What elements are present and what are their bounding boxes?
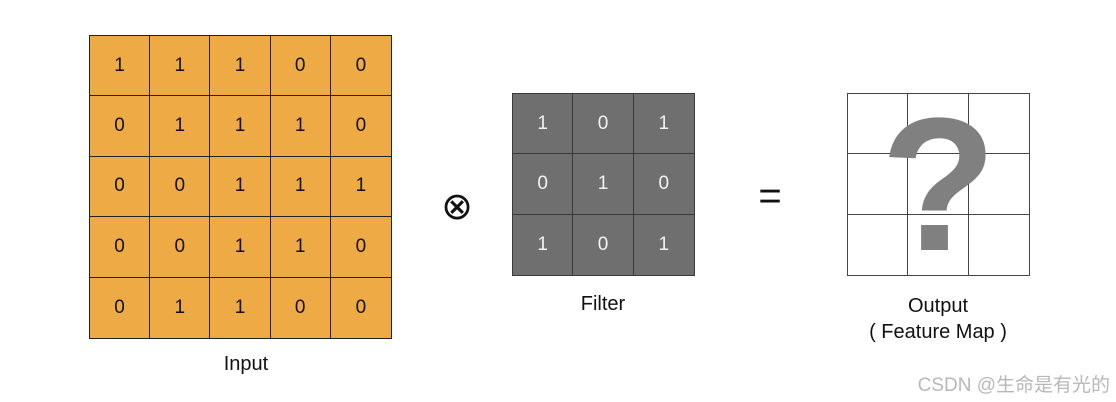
- input-cell: 0: [90, 217, 151, 278]
- filter-cell: 0: [573, 214, 634, 275]
- input-cell: 0: [330, 96, 391, 157]
- filter-cell: 0: [513, 154, 574, 215]
- output-label-subtitle: ( Feature Map ): [869, 321, 1007, 343]
- input-cell: 1: [270, 96, 331, 157]
- filter-cell: 1: [513, 214, 574, 275]
- output-cell: [968, 154, 1029, 215]
- output-label-title: Output: [907, 295, 969, 317]
- input-cell: 0: [330, 36, 391, 97]
- filter-cell: 1: [513, 94, 574, 155]
- input-cell: 1: [210, 217, 271, 278]
- input-cell: 0: [270, 36, 331, 97]
- filter-cell: 0: [633, 154, 694, 215]
- filter-cell: 1: [633, 94, 694, 155]
- filter-label: Filter: [580, 293, 626, 315]
- input-cell: 1: [270, 156, 331, 218]
- watermark: CSDN @生命是有光的: [917, 375, 1110, 396]
- filter-cell: 0: [573, 94, 634, 155]
- input-cell: 1: [330, 157, 391, 218]
- input-cell: 0: [90, 277, 151, 338]
- output-cell: [908, 94, 969, 155]
- input-cell: 1: [90, 36, 151, 97]
- input-cell: 0: [150, 217, 211, 278]
- input-cell: 0: [271, 277, 331, 338]
- output-cell: [908, 154, 969, 215]
- input-cell: 1: [210, 277, 271, 338]
- output-cell: [908, 214, 969, 275]
- filter-cell: 1: [658, 233, 670, 255]
- output-cell: [848, 94, 909, 155]
- input-cell: 0: [150, 156, 211, 218]
- input-cell: 0: [90, 96, 151, 157]
- input-label: Input: [223, 353, 269, 375]
- equals-sign: =: [758, 174, 782, 218]
- input-cell: 1: [210, 96, 271, 157]
- filter-cell: 1: [573, 154, 634, 215]
- input-cell: 1: [210, 156, 271, 218]
- output-cell: [848, 214, 909, 275]
- convolution-operator: ⊗: [441, 186, 473, 228]
- output-label: Output ( Feature Map ): [838, 293, 1038, 345]
- input-cell: 1: [150, 277, 211, 338]
- output-cell: [968, 94, 1029, 155]
- input-cell: 1: [210, 36, 271, 97]
- input-cell: 0: [90, 156, 151, 218]
- output-matrix: [847, 93, 1030, 276]
- input-cell: 1: [270, 217, 331, 278]
- output-cell: [848, 154, 909, 215]
- input-cell: 1: [150, 36, 211, 97]
- input-cell: 1: [150, 96, 211, 157]
- output-cell: [969, 215, 1029, 275]
- input-cell: 0: [355, 296, 367, 318]
- input-cell: 0: [330, 217, 391, 278]
